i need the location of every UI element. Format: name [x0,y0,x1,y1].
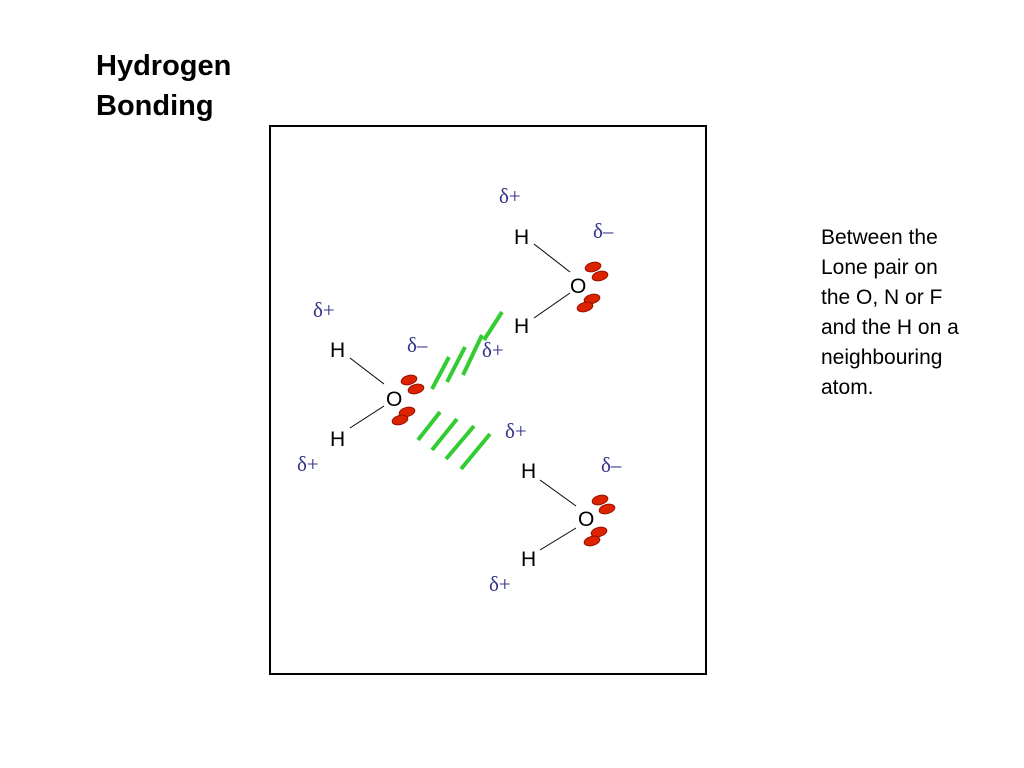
hydrogen-bond-dash [461,334,484,376]
hydrogen-atom-left-upper: H [330,339,345,362]
hydrogen-bond-lower [416,410,492,471]
oxygen-atom-left: O [386,388,402,411]
hydrogen-bond-dash [445,346,467,383]
lone-pair-electron [584,261,602,273]
charge-bottom-h-lower: δ+ [489,572,511,596]
lone-pair-electron [598,503,616,515]
charge-bottom-oxygen: δ– [601,453,622,477]
hydrogen-atom-top-upper: H [514,226,529,249]
title-line-2: Bonding [96,90,214,122]
hydrogen-atom-bottom-upper: H [521,460,536,483]
lone-pair-electron [591,494,609,506]
description-line: Lone pair on [821,256,938,279]
lone-pair-electron [583,535,601,547]
hydrogen-bond-upper [430,310,504,390]
lone-pair-electron [576,301,594,313]
description-line: and the H on a [821,316,959,339]
charge-top-h-upper: δ+ [499,184,521,208]
charge-bottom-h-upper: δ+ [505,419,527,443]
charge-left-h-lower: δ+ [297,452,319,476]
lone-pairs-bottom [583,494,616,547]
water-molecule-bottom: H O H δ+ δ– δ+ [489,419,622,596]
charge-top-oxygen: δ– [593,219,614,243]
charge-left-h-upper: δ+ [313,298,335,322]
lone-pairs-top [576,261,609,313]
hydrogen-bond-dash [430,356,451,390]
lone-pairs-left [391,374,425,426]
covalent-bond-bottom-lower [539,527,577,551]
lone-pair-electron [400,374,418,386]
lone-pair-electron [590,526,608,538]
description-line: atom. [821,376,874,399]
hydrogen-bond-dash [430,417,459,452]
hydrogen-bond-dash [482,310,504,342]
hydrogen-bond-dash [444,424,476,461]
water-molecule-top: H O H δ+ δ– δ+ [482,184,614,362]
lone-pair-electron [391,414,409,426]
hydrogen-bond-dash [459,432,492,471]
water-molecule-left: H O H δ+ δ– δ+ [297,298,428,476]
lone-pair-electron [583,293,601,305]
title-line-1: Hydrogen [96,50,232,82]
hydrogen-atom-top-lower: H [514,315,529,338]
hydrogen-atom-left-lower: H [330,428,345,451]
description-line: the O, N or F [821,286,943,309]
hydrogen-atom-bottom-lower: H [521,548,536,571]
description-text: Between the Lone pair on the O, N or F a… [821,223,1011,403]
covalent-bond-top-lower [533,292,571,319]
oxygen-atom-bottom: O [578,508,594,531]
diagram-frame [269,125,707,675]
charge-top-h-lower: δ+ [482,338,504,362]
covalent-bond-bottom-upper [539,479,577,507]
charge-left-oxygen: δ– [407,333,428,357]
description-line: Between the [821,226,938,249]
covalent-bond-top-upper [533,243,571,273]
lone-pair-electron [407,383,425,395]
covalent-bond-left-lower [349,405,385,429]
lone-pair-electron [591,270,609,282]
description-line: neighbouring [821,346,943,369]
oxygen-atom-top: O [570,275,586,298]
hydrogen-bond-dash [416,410,442,442]
covalent-bond-left-upper [349,357,385,385]
slide-title: Hydrogen Bonding [96,46,231,126]
lone-pair-electron [398,406,416,418]
